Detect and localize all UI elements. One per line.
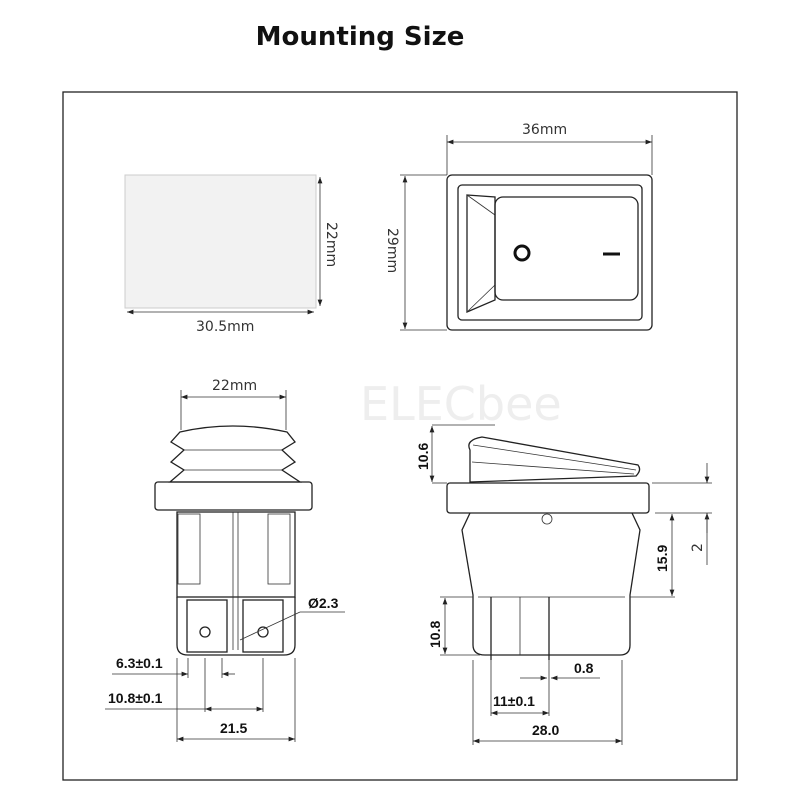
panel-cutout: 22mm 30.5mm — [124, 174, 339, 335]
front-width-label: 36mm — [522, 122, 567, 138]
drawing-frame — [62, 91, 738, 781]
front-view: 36mm 29mm — [384, 122, 653, 331]
front-height-label: 29mm — [384, 228, 400, 273]
overall-width-label: 21.5 — [220, 720, 247, 736]
right-terminal-pitch-label: 11±0.1 — [493, 693, 535, 709]
page-title: Mounting Size — [255, 22, 465, 52]
off-symbol-icon — [513, 244, 531, 262]
cutout-width-label: 30.5mm — [196, 319, 254, 335]
terminal-thickness-label: 0.8 — [574, 660, 594, 676]
bezel-thickness-label: 2 — [690, 543, 706, 552]
watermark-logo: ELECbee — [360, 377, 562, 431]
side-view-left: 22mm Ø2.3 6.3±0.1 10.8±0.1 21.5 — [105, 378, 345, 742]
body-height-label: 15.9 — [654, 545, 670, 572]
rocker-height-label: 10.6 — [415, 443, 431, 470]
terminal-width-label: 6.3±0.1 — [116, 655, 163, 671]
terminal-length-label: 10.8 — [427, 621, 443, 648]
top-width-label: 22mm — [212, 378, 257, 394]
cutout-height-label: 22mm — [323, 222, 339, 267]
hole-diameter-label: Ø2.3 — [308, 595, 339, 611]
right-overall-width-label: 28.0 — [532, 722, 559, 738]
terminal-pitch-label: 10.8±0.1 — [108, 690, 163, 706]
side-view-right: 10.6 2 15.9 10.8 0.8 11±0.1 28.0 — [415, 424, 712, 745]
